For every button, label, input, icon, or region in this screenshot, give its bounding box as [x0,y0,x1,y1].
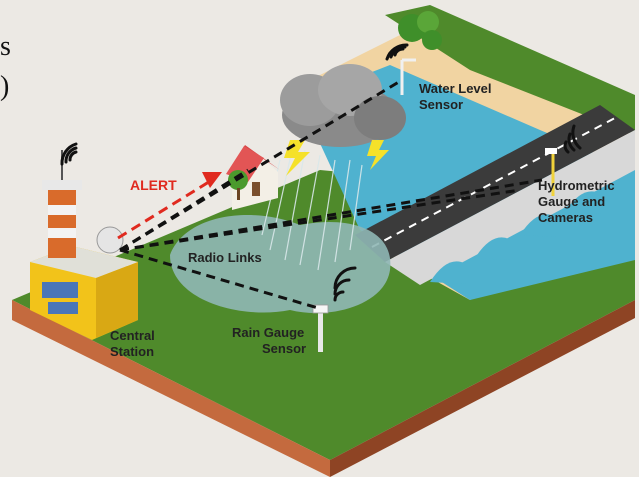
tower-body [48,188,76,258]
link-to-hydrometric [119,178,543,252]
hydrometric-label-line: Cameras [538,210,593,225]
central-station-label-line: Central [110,328,155,343]
rain-gauge-label-line: Rain Gauge [232,325,304,340]
central-station-label-line: Station [110,344,154,359]
satellite-dish-icon [96,226,124,254]
alert-arrow [117,172,222,240]
radio-links [119,78,543,310]
lightning-icon [367,140,389,170]
water-level-label-line: Water Level [419,81,492,96]
soil-left-face [12,300,330,477]
hydrometric-label-line: Hydrometric [538,178,615,193]
link-to-water-level [119,78,403,252]
soil-right-face [330,300,635,477]
grass-far-bank [385,5,635,135]
wifi-icon [333,266,357,302]
central-station [30,150,138,340]
hydrometric-gauge-icon [545,148,557,196]
wifi-icon [563,124,582,154]
radio-links-label: Radio Links [188,250,262,265]
lightning-icon [284,140,310,176]
water-level-label-line: Sensor [419,97,463,112]
house-icon [226,145,280,210]
water-level-label: Water Level Sensor [419,81,495,112]
link-to-bridge [119,188,521,252]
central-station-label: Central Station [110,328,158,359]
wifi-icon [385,43,409,61]
edge-text-top: s [0,31,11,62]
rain-gauge-label: Rain Gauge Sensor [232,325,308,356]
alert-arrow-head [202,172,222,188]
water-level-sensor-icon [400,58,416,95]
bridge-arch-2 [475,237,511,260]
wifi-icon [60,142,78,166]
bridge-arch-1 [430,261,466,284]
rain-gauge-label-line: Sensor [262,341,306,356]
hydrometric-label: Hydrometric Gauge and Cameras [538,178,618,225]
rain-gauge-sensor-icon [312,304,329,352]
bridge-side [385,130,635,285]
bridge-arch-3 [520,214,556,237]
alert-label: ALERT [130,177,177,193]
bridge-arch-4 [565,191,601,214]
link-to-rain-gauge [119,248,319,310]
trees-icon [398,11,442,50]
hydrometric-label-line: Gauge and [538,194,605,209]
edge-text-bottom: ) [0,71,10,102]
